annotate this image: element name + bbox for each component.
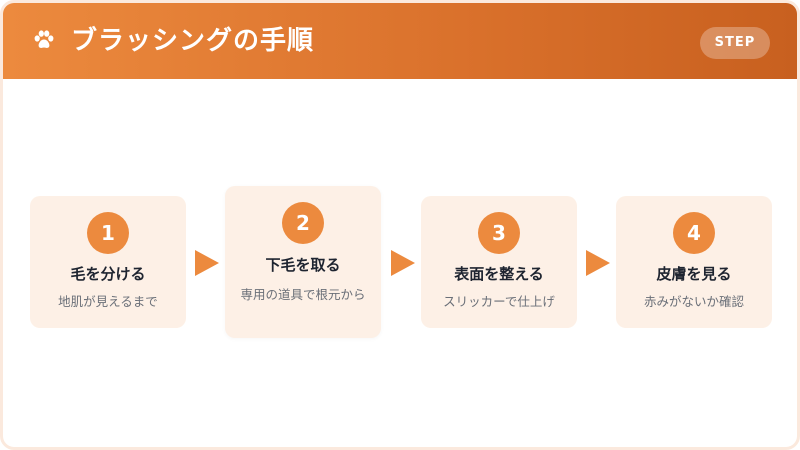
step-title: 表面を整える <box>454 265 544 283</box>
step-number-badge: 2 <box>282 202 324 244</box>
arrow-right-icon <box>195 250 219 276</box>
step-description: 赤みがないか確認 <box>643 294 744 309</box>
step-title: 毛を分ける <box>70 265 146 283</box>
step-card-1: 1 毛を分ける 地肌が見えるまで <box>30 196 186 328</box>
step-number-badge: 3 <box>478 212 520 254</box>
step-card-4: 4 皮膚を見る 赤みがないか確認 <box>616 196 772 328</box>
step-number-badge: 1 <box>87 212 129 254</box>
arrow-right-icon <box>586 250 610 276</box>
page-title: ブラッシングの手順 <box>71 26 315 56</box>
step-number-badge: 4 <box>673 212 715 254</box>
step-badge: STEP <box>700 27 770 59</box>
step-title: 皮膚を見る <box>656 265 732 283</box>
step-title: 下毛を取る <box>265 256 341 274</box>
step-card-3: 3 表面を整える スリッカーで仕上げ <box>421 196 577 328</box>
header-bar: ブラッシングの手順 STEP <box>3 3 797 79</box>
step-description: 地肌が見えるまで <box>58 294 158 309</box>
step-description: スリッカーで仕上げ <box>443 294 555 309</box>
arrow-right-icon <box>391 250 415 276</box>
step-description: 専用の道具で根元から <box>240 287 366 302</box>
step-card-2: 2 下毛を取る 専用の道具で根元から <box>225 186 381 338</box>
paw-icon <box>34 30 54 48</box>
